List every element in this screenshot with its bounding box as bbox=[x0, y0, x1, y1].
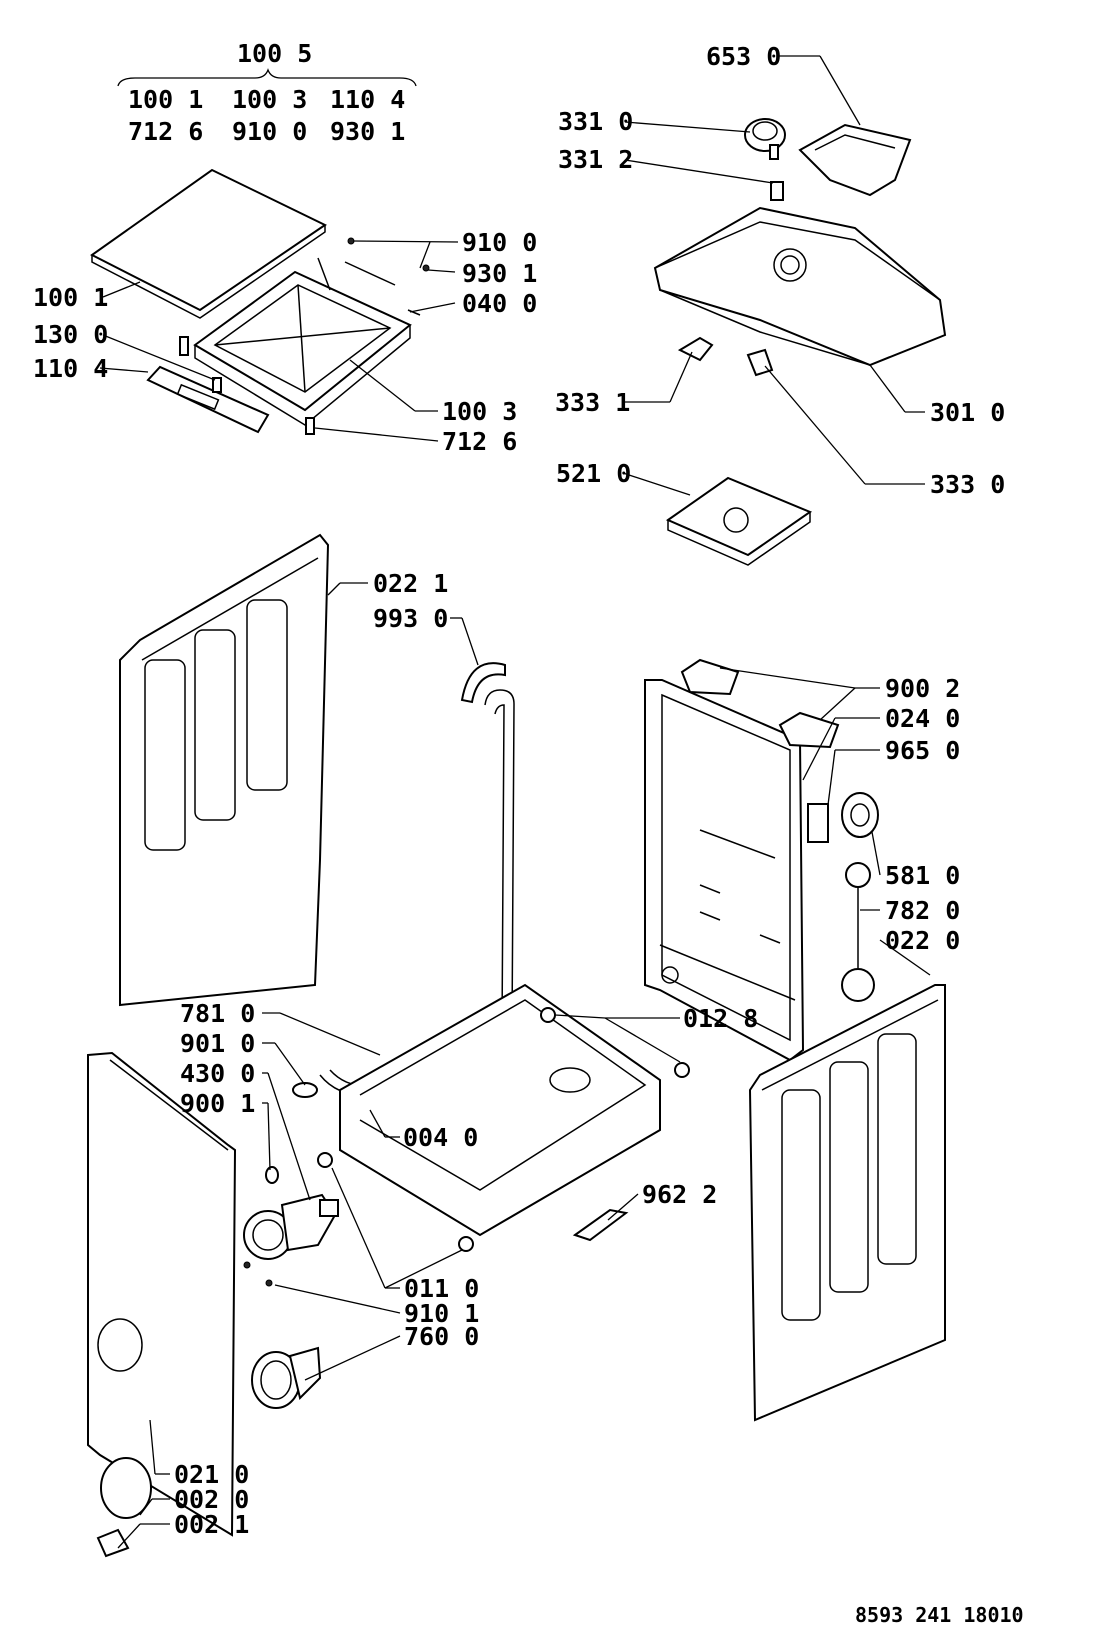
label-521-0: 521 0 bbox=[556, 459, 631, 488]
service-hatch bbox=[96, 1457, 152, 1558]
label-993-0: 993 0 bbox=[373, 604, 448, 633]
label-930-1: 930 1 bbox=[462, 259, 537, 288]
lid-frame bbox=[193, 270, 412, 426]
base-clip bbox=[572, 1208, 629, 1242]
assembly-part-2: 100 3 bbox=[232, 85, 307, 114]
label-910-0: 910 0 bbox=[462, 228, 537, 257]
label-962-2: 962 2 bbox=[642, 1180, 717, 1209]
label-100-1: 100 1 bbox=[33, 283, 108, 312]
display-bracket bbox=[798, 123, 912, 197]
label-781-0: 781 0 bbox=[180, 999, 255, 1028]
label-130-0: 130 0 bbox=[33, 320, 108, 349]
label-782-0: 782 0 bbox=[885, 896, 960, 925]
label-712-6: 712 6 bbox=[442, 427, 517, 456]
base-frame bbox=[339, 983, 661, 1237]
pump-filter bbox=[251, 1346, 322, 1409]
label-301-0: 301 0 bbox=[930, 398, 1005, 427]
label-900-1: 900 1 bbox=[180, 1089, 255, 1118]
label-900-2: 900 2 bbox=[885, 674, 960, 703]
feet bbox=[317, 1007, 690, 1252]
small-hinges bbox=[179, 336, 315, 435]
control-panel bbox=[653, 206, 947, 367]
panel-clips bbox=[677, 336, 774, 377]
pulley-and-belt bbox=[841, 792, 879, 1002]
small-screws bbox=[243, 1261, 273, 1287]
label-331-0: 331 0 bbox=[558, 107, 633, 136]
part-labels: 653 0 331 0 331 2 910 0 930 1 040 0 100 … bbox=[33, 42, 1005, 1539]
back-panel bbox=[644, 679, 805, 1062]
assembly-part-4: 712 6 bbox=[128, 117, 203, 146]
document-number: 8593 241 18010 bbox=[855, 1603, 1024, 1627]
label-910-1: 910 1 bbox=[404, 1299, 479, 1328]
drain-pump bbox=[243, 1166, 339, 1260]
assembly-part-6: 930 1 bbox=[330, 117, 405, 146]
label-011-0: 011 0 bbox=[404, 1274, 479, 1303]
left-side-panel bbox=[119, 533, 330, 1007]
label-002-1: 002 1 bbox=[174, 1510, 249, 1539]
label-901-0: 901 0 bbox=[180, 1029, 255, 1058]
assembly-part-3: 110 4 bbox=[330, 85, 405, 114]
leader-lines bbox=[99, 55, 931, 1549]
label-581-0: 581 0 bbox=[885, 861, 960, 890]
top-lid bbox=[90, 168, 327, 319]
assembly-part-1: 100 1 bbox=[128, 85, 203, 114]
label-021-0: 021 0 bbox=[174, 1460, 249, 1489]
front-panel bbox=[87, 1051, 237, 1537]
assembly-code: 100 5 bbox=[237, 39, 312, 68]
control-knob bbox=[744, 118, 786, 201]
right-side-panel bbox=[748, 984, 946, 1422]
label-430-0: 430 0 bbox=[180, 1059, 255, 1088]
label-024-0: 024 0 bbox=[885, 704, 960, 733]
label-100-3: 100 3 bbox=[442, 397, 517, 426]
control-panel-trim bbox=[146, 365, 270, 434]
label-012-8: 012 8 bbox=[683, 1004, 758, 1033]
label-110-4: 110 4 bbox=[33, 354, 108, 383]
assembly-brace bbox=[117, 68, 417, 87]
label-002-0: 002 0 bbox=[174, 1485, 249, 1514]
label-040-0: 040 0 bbox=[462, 289, 537, 318]
label-333-0: 333 0 bbox=[930, 470, 1005, 499]
label-333-1: 333 1 bbox=[555, 388, 630, 417]
label-022-1: 022 1 bbox=[373, 569, 448, 598]
electronic-module bbox=[665, 476, 813, 566]
assembly-header: 100 5 100 1 100 3 110 4 712 6 910 0 930 … bbox=[117, 39, 417, 146]
label-760-0: 760 0 bbox=[404, 1322, 479, 1351]
label-022-0: 022 0 bbox=[885, 926, 960, 955]
label-653-0: 653 0 bbox=[706, 42, 781, 71]
label-004-0: 004 0 bbox=[403, 1123, 478, 1152]
label-965-0: 965 0 bbox=[885, 736, 960, 765]
assembly-part-5: 910 0 bbox=[232, 117, 307, 146]
label-331-2: 331 2 bbox=[558, 145, 633, 174]
